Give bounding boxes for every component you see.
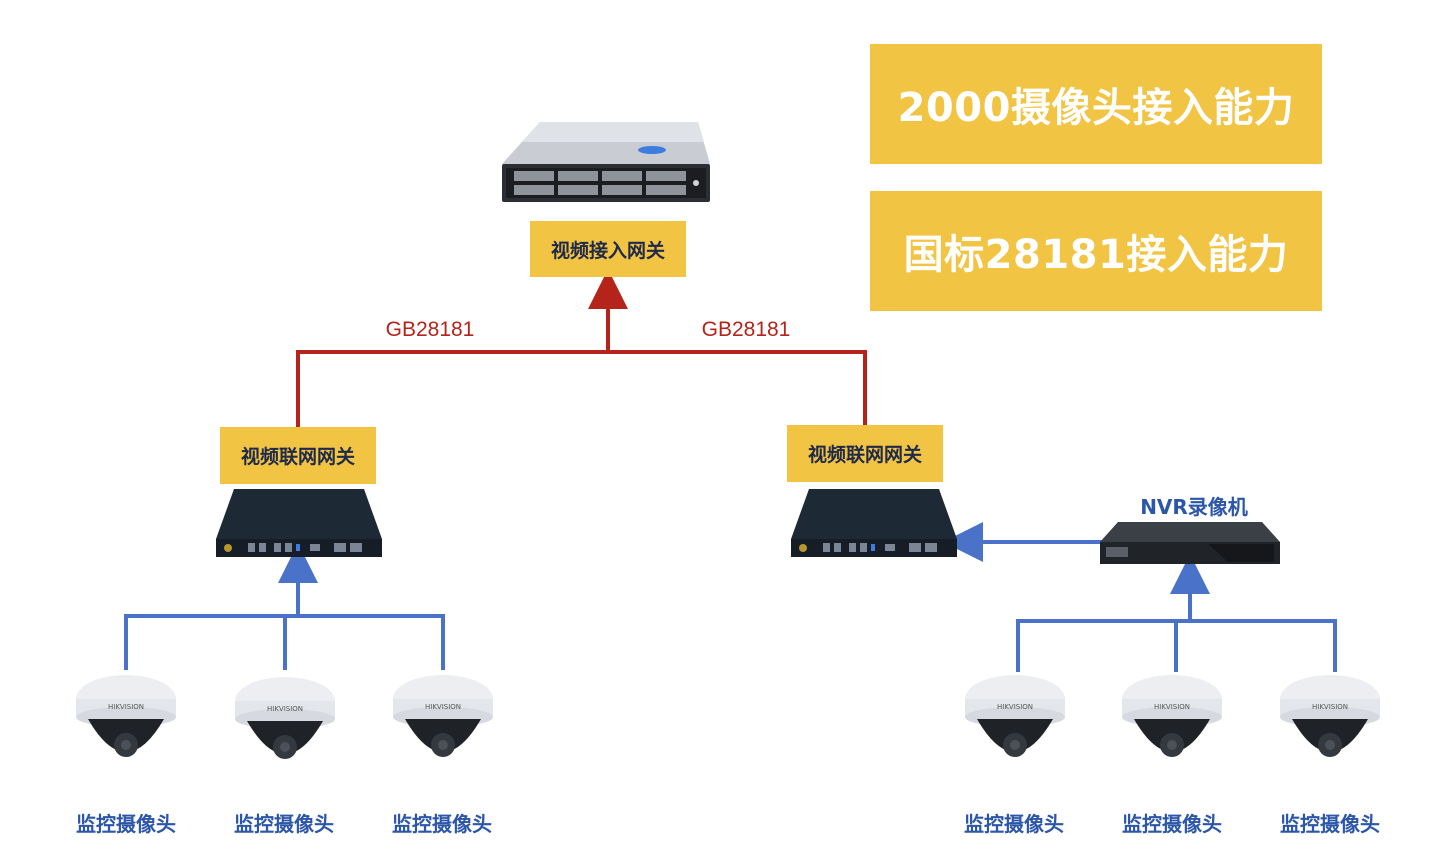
feature-camera-capacity-text: 2000摄像头接入能力 (897, 85, 1295, 131)
svg-text:HIKVISION: HIKVISION (997, 703, 1033, 711)
gateway-label-right-text: 视频联网网关 (807, 444, 922, 466)
protocol-label-right: GB28181 (701, 318, 791, 341)
camera-left-1-image: HIKVISION (76, 675, 176, 757)
gateway-device-right-image (791, 489, 957, 557)
svg-text:HIKVISION: HIKVISION (425, 703, 461, 711)
svg-text:HIKVISION: HIKVISION (267, 705, 303, 713)
uplink-left (296, 350, 608, 427)
camera-left-3-image: HIKVISION (393, 675, 493, 757)
camera-right-3-image: HIKVISION (1280, 675, 1380, 757)
gateway-device-left-image (216, 489, 382, 557)
svg-text:HIKVISION: HIKVISION (1312, 703, 1348, 711)
gateway-label-left-text: 视频联网网关 (240, 446, 355, 468)
camera-label-left-1: 监控摄像头 (76, 812, 176, 836)
server-label: 视频接入网关 (530, 221, 686, 277)
feature-gb28181-capability-text: 国标28181接入能力 (903, 232, 1289, 278)
protocol-label-left: GB28181 (385, 318, 475, 341)
feature-camera-capacity: 2000摄像头接入能力 (870, 44, 1322, 164)
svg-text:HIKVISION: HIKVISION (1154, 703, 1190, 711)
gateway-label-left: 视频联网网关 (220, 427, 376, 484)
server-label-text: 视频接入网关 (550, 239, 665, 262)
camera-label-right-1: 监控摄像头 (964, 812, 1064, 836)
camera-label-right-3: 监控摄像头 (1280, 812, 1380, 836)
camera-label-left-3: 监控摄像头 (392, 812, 492, 836)
camera-right-1-image: HIKVISION (965, 675, 1065, 757)
camera-label-left-2: 监控摄像头 (234, 812, 334, 836)
uplink-right (608, 350, 867, 425)
camera-label-right-2: 监控摄像头 (1122, 812, 1222, 836)
nvr-label: NVR录像机 (1140, 495, 1248, 519)
camera-left-2-image: HIKVISION (235, 677, 335, 759)
feature-gb28181-capability: 国标28181接入能力 (870, 191, 1322, 311)
svg-text:HIKVISION: HIKVISION (108, 703, 144, 711)
rack-server-image (502, 122, 710, 202)
gateway-label-right: 视频联网网关 (787, 425, 943, 482)
nvr-recorder-image (1100, 522, 1280, 564)
camera-right-2-image: HIKVISION (1122, 675, 1222, 757)
